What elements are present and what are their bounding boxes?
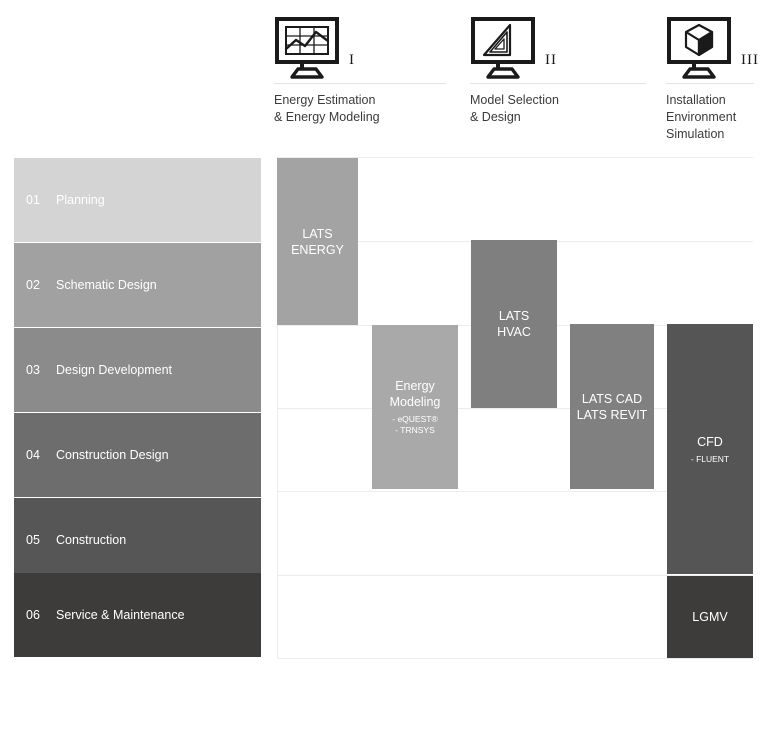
tool-subtitle: - FLUENT bbox=[690, 453, 730, 464]
header-icon-row-2: II bbox=[470, 14, 557, 80]
header-label-1: Energy Estimation & Energy Modeling bbox=[274, 93, 380, 124]
phase-label: Service & Maintenance bbox=[56, 608, 185, 622]
phase-label: Construction Design bbox=[56, 448, 169, 462]
monitor-cube-icon bbox=[666, 16, 732, 80]
tool-block-lats-cad-revit[interactable]: LATS CAD LATS REVIT bbox=[570, 324, 654, 489]
tool-title: LATS HVAC bbox=[497, 309, 531, 339]
grid-rule-3 bbox=[277, 408, 753, 409]
phase-label: Design Development bbox=[56, 363, 173, 377]
header-label-3: Installation Environment Simulation bbox=[666, 93, 737, 141]
grid-rule-4 bbox=[277, 491, 753, 492]
monitor-drafting-triangle-icon bbox=[470, 16, 536, 80]
phase-label: Construction bbox=[56, 533, 127, 547]
tool-title: CFD bbox=[697, 434, 723, 449]
phase-item-construction[interactable]: 05 Construction bbox=[14, 498, 261, 582]
grid-rule-bottom bbox=[277, 658, 753, 659]
header-rule-1 bbox=[274, 83, 446, 84]
tool-block-lats-hvac[interactable]: LATS HVAC bbox=[471, 240, 557, 408]
phase-number: 05 bbox=[26, 533, 40, 547]
tool-block-lgmv[interactable]: LGMV bbox=[667, 576, 753, 658]
tool-block-lats-energy[interactable]: LATS ENERGY bbox=[277, 158, 358, 325]
header-icon-row-3: III bbox=[666, 14, 759, 80]
header-rule-2 bbox=[470, 83, 646, 84]
phase-label: Schematic Design bbox=[56, 278, 157, 292]
phase-number: 04 bbox=[26, 448, 40, 462]
tool-block-cfd[interactable]: CFD - FLUENT bbox=[667, 324, 753, 574]
tool-title: LATS CAD LATS REVIT bbox=[576, 391, 648, 422]
tool-block-energy-modeling[interactable]: Energy Modeling - eQUEST® - TRNSYS bbox=[372, 325, 458, 489]
tool-title: Energy Modeling bbox=[389, 379, 441, 409]
header-numeral-3: III bbox=[741, 52, 759, 68]
header-column-2: II bbox=[470, 14, 557, 80]
grid-rule-5 bbox=[277, 575, 753, 576]
tool-subtitle: - eQUEST® - TRNSYS bbox=[392, 414, 438, 435]
phase-item-planning[interactable]: 01 Planning bbox=[14, 158, 261, 242]
phase-label: Planning bbox=[56, 193, 105, 207]
header-rule-3 bbox=[666, 83, 754, 84]
phase-number: 01 bbox=[26, 193, 40, 207]
header-icon-row-1: I bbox=[274, 14, 355, 80]
phase-item-construction-design[interactable]: 04 Construction Design bbox=[14, 413, 261, 497]
header-column-1: I bbox=[274, 14, 355, 80]
phase-number: 03 bbox=[26, 363, 40, 377]
phase-item-schematic-design[interactable]: 02 Schematic Design bbox=[14, 243, 261, 327]
phase-number: 02 bbox=[26, 278, 40, 292]
header-column-3: III bbox=[666, 14, 759, 80]
header-numeral-2: II bbox=[545, 52, 557, 68]
monitor-chart-icon bbox=[274, 16, 340, 80]
phase-item-service-maintenance[interactable]: 06 Service & Maintenance bbox=[14, 573, 261, 657]
header-label-2: Model Selection & Design bbox=[470, 93, 559, 124]
tool-title: LGMV bbox=[692, 610, 728, 624]
tool-title: LATS ENERGY bbox=[291, 226, 344, 257]
grid-rule-top bbox=[277, 157, 753, 158]
phase-number: 06 bbox=[26, 608, 40, 622]
header-numeral-1: I bbox=[349, 52, 355, 68]
phase-item-design-development[interactable]: 03 Design Development bbox=[14, 328, 261, 412]
